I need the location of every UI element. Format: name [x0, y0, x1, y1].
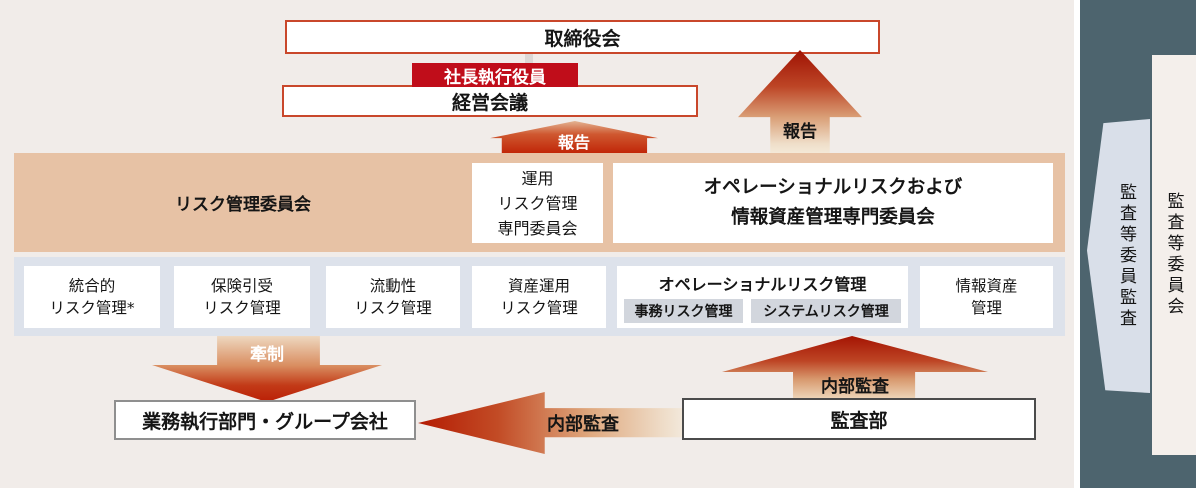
information-asset-box: 情報資産 管理 — [920, 266, 1053, 328]
asset-risk-line1: 資産運用 — [507, 277, 570, 295]
system-risk-subbox: システムリスク管理 — [751, 299, 901, 323]
operational-info-committee-line1: オペレーショナルリスクおよび — [703, 177, 963, 198]
operation-risk-committee-box: 運用 リスク管理 専門委員会 — [472, 163, 603, 243]
check-arrow-label: 牽制 — [250, 344, 284, 365]
operation-risk-committee-line2: リスク管理 — [497, 193, 578, 213]
information-asset-line1: 情報資産 — [955, 277, 1018, 295]
administrative-risk-subbox: 事務リスク管理 — [624, 299, 743, 323]
operation-risk-committee-line1: 運用 — [521, 168, 554, 188]
check-arrow: 牽制 — [152, 336, 382, 402]
audit-committee-panel: 監査等委員会 — [1152, 55, 1196, 455]
report-arrow-to-board: 報告 — [738, 50, 862, 154]
audit-committee-label: 監査等委員会 — [1163, 192, 1184, 318]
internal-audit-label: 内部監査 — [546, 414, 619, 435]
operation-risk-committee-line3: 専門委員会 — [497, 218, 578, 238]
operational-info-committee-line2: 情報資産管理専門委員会 — [731, 207, 935, 228]
integrated-risk-line1: 統合的 — [68, 277, 116, 295]
information-asset-line2: 管理 — [970, 299, 1002, 317]
operational-risk-title: オペレーショナルリスク管理 — [658, 275, 867, 294]
internal-audit-arrow-left: 内部監査 — [418, 392, 682, 454]
president-executive-officer-label: 社長執行役員 — [444, 67, 546, 88]
report-arrow-label: 報告 — [557, 132, 590, 152]
board-of-directors-label: 取締役会 — [544, 27, 621, 50]
board-connector-line — [525, 54, 533, 65]
insurance-risk-line1: 保険引受 — [210, 277, 273, 295]
column-divider — [1074, 0, 1080, 488]
internal-audit-arrow-up: 内部監査 — [722, 336, 988, 398]
integrated-risk-box: 統合的 リスク管理* — [24, 266, 160, 328]
liquidity-risk-line1: 流動性 — [369, 277, 417, 295]
executive-divisions-box: 業務執行部門・グループ会社 — [114, 400, 416, 440]
audit-by-members-label: 監査等委員監査 — [1116, 182, 1136, 330]
management-meeting-box: 経営会議 — [282, 85, 698, 117]
liquidity-risk-line2: リスク管理 — [354, 299, 432, 317]
insurance-risk-line2: リスク管理 — [203, 299, 281, 317]
audit-department-label: 監査部 — [830, 409, 888, 432]
insurance-risk-box: 保険引受 リスク管理 — [174, 266, 310, 328]
executive-divisions-label: 業務執行部門・グループ会社 — [142, 410, 388, 433]
president-executive-officer-box: 社長執行役員 — [412, 63, 578, 88]
risk-management-committee-label: リスク管理委員会 — [175, 195, 311, 215]
report-arrow-label: 報告 — [783, 121, 817, 142]
management-meeting-label: 経営会議 — [451, 91, 528, 114]
report-arrow-to-management: 報告 — [490, 121, 658, 154]
audit-department-box: 監査部 — [682, 398, 1036, 440]
board-of-directors-box: 取締役会 — [285, 20, 880, 54]
liquidity-risk-box: 流動性 リスク管理 — [326, 266, 460, 328]
operational-info-committee-box: オペレーショナルリスクおよび 情報資産管理専門委員会 — [613, 163, 1053, 243]
integrated-risk-line2: リスク管理* — [49, 299, 135, 317]
asset-management-risk-box: 資産運用 リスク管理 — [472, 266, 606, 328]
asset-risk-line2: リスク管理 — [500, 299, 578, 317]
operational-risk-box: オペレーショナルリスク管理 事務リスク管理 システムリスク管理 — [617, 266, 908, 328]
internal-audit-label: 内部監査 — [821, 376, 889, 397]
